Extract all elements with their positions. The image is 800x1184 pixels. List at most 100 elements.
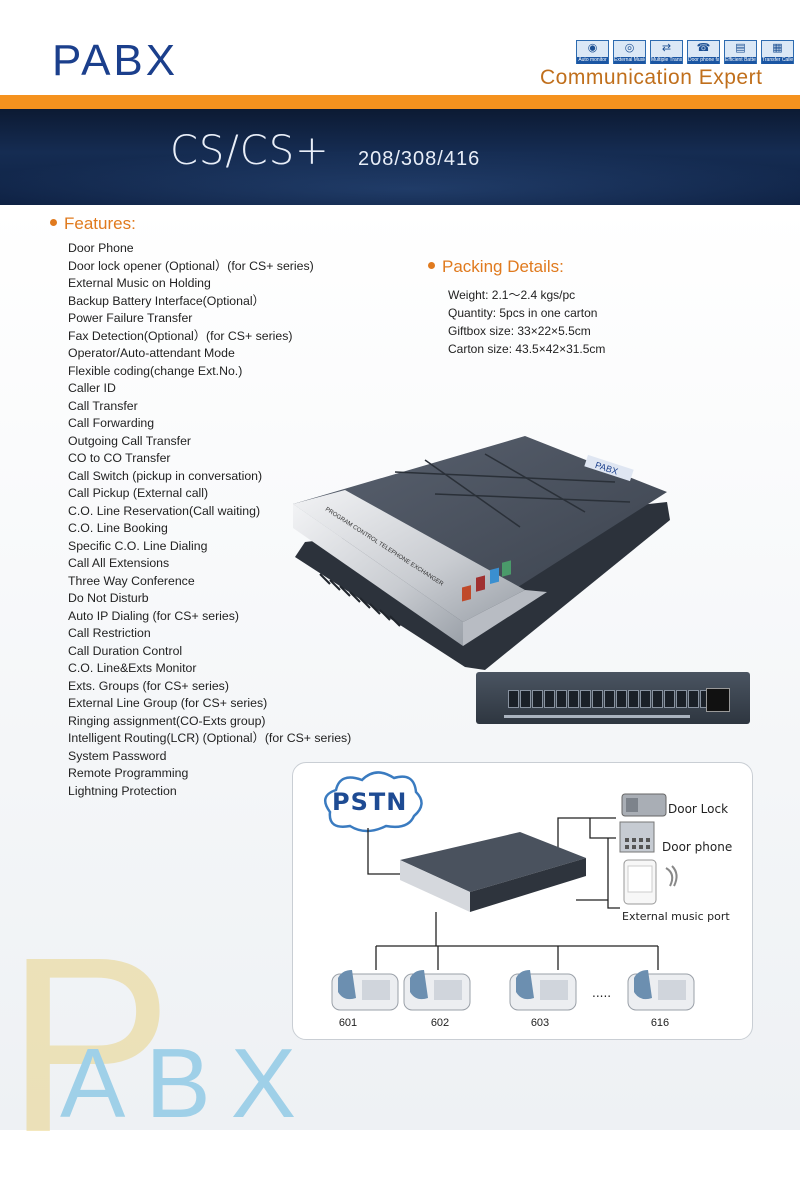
rj11-port-icon xyxy=(616,690,627,708)
rj11-port-icon xyxy=(532,690,543,708)
extension-label: 601 xyxy=(338,1017,358,1029)
feature-item: Call Forwarding xyxy=(68,416,155,430)
rj11-port-icon xyxy=(628,690,639,708)
feature-item: Operator/Auto-attendant Mode xyxy=(68,346,235,360)
feature-item: Caller ID xyxy=(68,381,116,395)
feature-item: System Password xyxy=(68,748,167,763)
rj11-port-icon xyxy=(544,690,555,708)
feature-icon-row: ◉ Auto monitor ◎ External Music ⇄ Multiple Tr… xyxy=(576,40,794,64)
tagline: Communication Expert xyxy=(540,66,763,89)
icon-glyph: ◎ xyxy=(624,41,635,54)
feature-item: Lightning Protection xyxy=(68,783,177,798)
feature-item: Outgoing Call Transfer xyxy=(68,433,192,448)
feature-item: External Line Group (for CS+ series) xyxy=(68,696,268,710)
door-lock-label: Door Lock xyxy=(668,802,729,816)
feature-item: CO to CO Transfer xyxy=(68,451,171,465)
packing-item: Quantity: 5pcs in one carton xyxy=(448,306,598,320)
multiple-transfer-icon: ⇄ Multiple Transfer xyxy=(650,40,683,64)
feature-item: Three Way Conference xyxy=(68,573,195,588)
feature-item: Ringing assignment(CO-Exts group) xyxy=(68,713,266,728)
feature-item: External Music on Holding xyxy=(68,276,211,290)
feature-item: Power Failure Transfer xyxy=(68,311,193,325)
rj11-port-icon xyxy=(580,690,591,708)
packing-title: Packing Details: xyxy=(442,257,564,276)
port-label-strip xyxy=(504,715,690,718)
music-port-label: External music port xyxy=(622,910,730,923)
packing-heading: Packing Details: xyxy=(428,257,564,277)
feature-item: Flexible coding(change Ext.No.) xyxy=(68,363,243,378)
feature-item: Door lock opener (Optional）(for CS+ seri… xyxy=(68,258,314,273)
rj11-port-icon xyxy=(568,690,579,708)
feature-item: C.O. Line&Exts Monitor xyxy=(68,661,197,675)
auto-monitor-icon: ◉ Auto monitor xyxy=(576,40,609,64)
rj11-port-icon xyxy=(652,690,663,708)
rj11-port-icon xyxy=(688,690,699,708)
feature-item: Exts. Groups (for CS+ series) xyxy=(68,678,229,693)
icon-caption: Multiple Transfer xyxy=(651,57,682,64)
extension-label: 602 xyxy=(430,1017,450,1029)
bullet-icon xyxy=(428,262,435,270)
rj11-port-icon xyxy=(664,690,675,708)
bullet-icon xyxy=(50,219,57,227)
ellipsis-label: ..... xyxy=(592,986,612,1000)
feature-item: Fax Detection(Optional）(for CS+ series) xyxy=(68,328,293,343)
page-header: PABX ◉ Auto monitor ◎ External Music ⇄ Multip… xyxy=(0,0,800,95)
feature-item: Door Phone xyxy=(68,241,134,255)
icon-glyph: ◉ xyxy=(587,41,598,54)
features-title: Features: xyxy=(64,214,136,233)
rj11-port-icon xyxy=(556,690,567,708)
model-title: CS/CS+ xyxy=(170,128,330,174)
packing-item: Giftbox size: 33×22×5.5cm xyxy=(448,324,591,338)
device-back-panel xyxy=(476,672,750,724)
icon-caption: Efficient Battery xyxy=(725,57,756,64)
model-variants: 208/308/416 xyxy=(358,148,481,170)
feature-item: Specific C.O. Line Dialing xyxy=(68,538,208,553)
feature-item: Call All Extensions xyxy=(68,556,170,570)
rj11-port-icon xyxy=(520,690,531,708)
watermark-abx: ABX xyxy=(60,1028,317,1138)
rj11-port-icon xyxy=(676,690,687,708)
external-music-icon: ◎ External Music xyxy=(613,40,646,64)
pstn-label: PSTN xyxy=(332,788,408,816)
orange-divider xyxy=(0,95,800,109)
features-heading: Features: xyxy=(50,214,136,234)
feature-item: Call Switch (pickup in conversation) xyxy=(68,468,263,483)
extension-label: 616 xyxy=(650,1017,670,1029)
packing-item: Weight: 2.1～2.4 kgs/pc xyxy=(448,288,576,302)
feature-item: Auto IP Dialing (for CS+ series) xyxy=(68,608,239,623)
feature-item: Call Transfer xyxy=(68,398,138,413)
rj11-port-icon xyxy=(640,690,651,708)
title-band xyxy=(0,109,800,229)
door-phone-icon: ☎ Door phone facility xyxy=(687,40,720,64)
icon-caption: External Music xyxy=(614,57,645,64)
feature-item: C.O. Line Booking xyxy=(68,521,168,535)
icon-glyph: ⇄ xyxy=(661,41,672,54)
extension-label: 603 xyxy=(530,1017,550,1029)
feature-item: Call Duration Control xyxy=(68,643,183,658)
door-phone-label: Door phone xyxy=(662,840,733,854)
rj11-port-icon xyxy=(604,690,615,708)
transfer-caller-id-icon: ▦ Transfer Caller ID xyxy=(761,40,794,64)
feature-item: Call Restriction xyxy=(68,626,151,640)
efficient-battery-icon: ▤ Efficient Battery xyxy=(724,40,757,64)
packing-item: Carton size: 43.5×42×31.5cm xyxy=(448,342,606,356)
power-socket-icon xyxy=(706,688,730,712)
feature-item: Remote Programming xyxy=(68,766,189,780)
watermark-p: P xyxy=(6,905,173,1184)
icon-glyph: ▤ xyxy=(735,41,746,54)
icon-caption: Transfer Caller ID xyxy=(762,57,793,64)
icon-glyph: ▦ xyxy=(772,41,783,54)
feature-item: Backup Battery Interface(Optional） xyxy=(68,293,265,308)
feature-item: C.O. Line Reservation(Call waiting) xyxy=(68,503,261,518)
icon-caption: Auto monitor xyxy=(577,57,608,64)
brand-logo: PABX xyxy=(52,36,179,85)
rj11-port-icon xyxy=(592,690,603,708)
rj11-port-icon xyxy=(508,690,519,708)
feature-item: Do Not Disturb xyxy=(68,591,149,605)
feature-item: Call Pickup (External call) xyxy=(68,486,209,500)
icon-glyph: ☎ xyxy=(696,41,711,54)
feature-item: Intelligent Routing(LCR) (Optional）(for … xyxy=(68,731,352,745)
icon-caption: Door phone facility xyxy=(688,57,719,64)
